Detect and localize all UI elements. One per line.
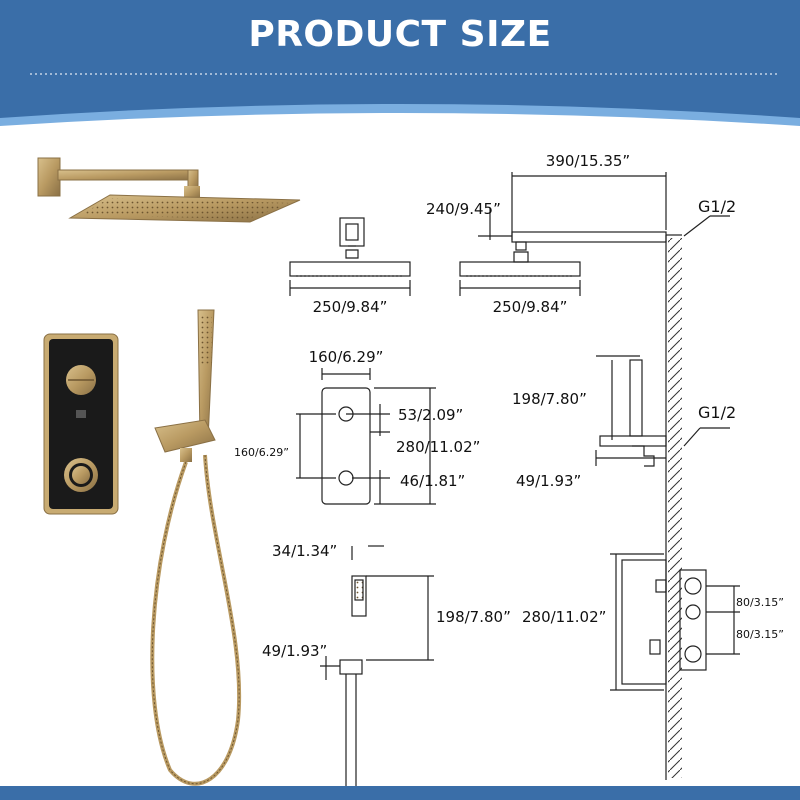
valve-width-label: 160/6.29”: [309, 348, 384, 366]
side-head-width-label: 250/9.84”: [493, 298, 568, 316]
arm-drop-label: 240/9.45”: [426, 200, 501, 218]
hand-shower-image: [150, 309, 242, 786]
holder-thread-label: G1/2: [698, 403, 736, 422]
footer-bar: [0, 786, 800, 800]
rough-in-lower-spacing-label: 80/3.15”: [736, 628, 784, 641]
top-view-drawing: [289, 217, 411, 296]
top-head-width-label: 250/9.84”: [313, 298, 388, 316]
digital-valve-panel-image: [43, 333, 119, 515]
arm-length-label: 390/15.35”: [546, 152, 630, 170]
valve-knob-offset-label: 53/2.09”: [398, 406, 463, 424]
rough-in-valve-drawing: [610, 553, 740, 691]
side-view-drawing: [459, 172, 730, 296]
wall-section: [665, 234, 682, 780]
rough-in-upper-spacing-label: 80/3.15”: [736, 596, 784, 609]
holder-side-drawing: [595, 355, 730, 467]
holder-front-drawing: [320, 545, 434, 800]
holder-side-projection-label: 49/1.93”: [516, 472, 581, 490]
valve-height-label: 280/11.02”: [396, 438, 480, 456]
valve-front-drawing: [296, 368, 436, 505]
valve-bottom-offset-label: 46/1.81”: [400, 472, 465, 490]
valve-knob-spacing-label: 160/6.29”: [234, 446, 289, 459]
page-title: PRODUCT SIZE: [248, 14, 552, 55]
holder-front-projection-label: 49/1.93”: [262, 642, 327, 660]
header-banner: [0, 0, 800, 140]
head-thread-label: G1/2: [698, 197, 736, 216]
holder-front-height-label: 198/7.80”: [436, 608, 511, 626]
rain-shower-head-image: [37, 157, 301, 223]
holder-side-height-label: 198/7.80”: [512, 390, 587, 408]
rough-in-height-label: 280/11.02”: [522, 608, 606, 626]
holder-front-width-label: 34/1.34”: [272, 542, 337, 560]
